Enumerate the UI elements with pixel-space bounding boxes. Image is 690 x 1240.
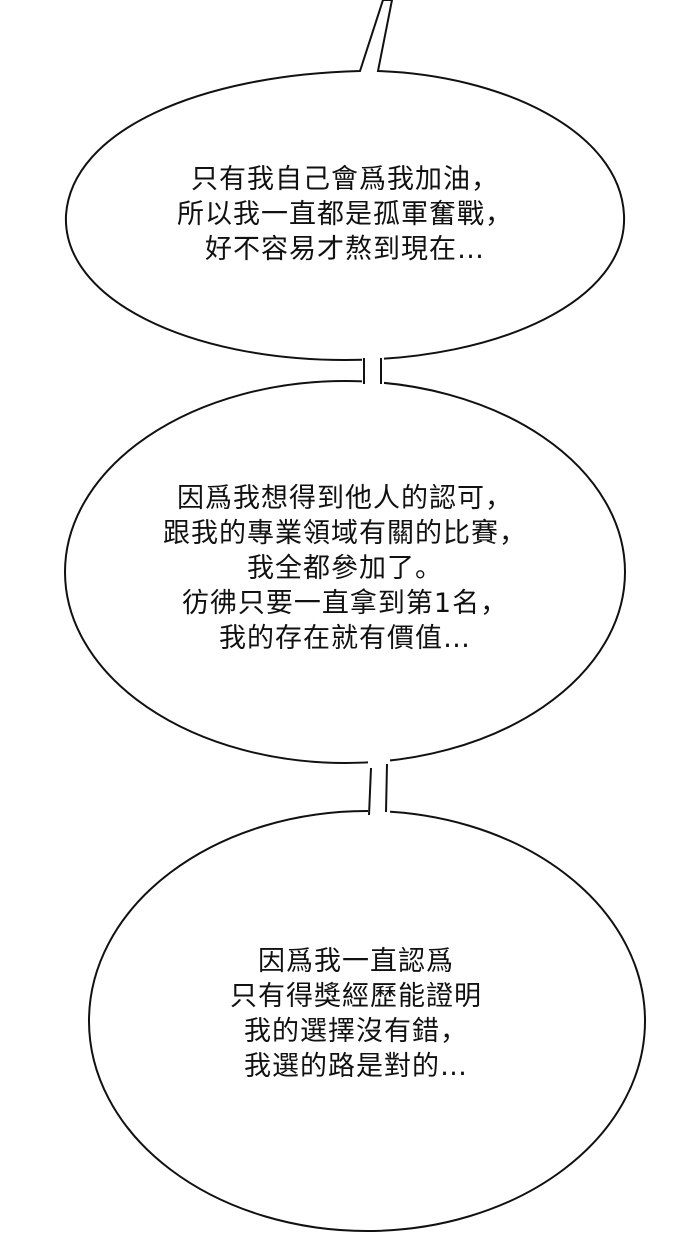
speech-bubble-2-outline — [64, 380, 626, 764]
bubble-1-line-1: 只有我自己會爲我加油， — [191, 164, 499, 195]
bubble-2-line-1: 因爲我想得到他人的認可， — [177, 483, 513, 514]
connector-1-2 — [362, 355, 384, 386]
bubble-1-line-3: 好不容易才熬到現在… — [205, 234, 485, 265]
bubble-3-line-3: 我的選擇沒有錯， — [244, 1016, 468, 1047]
speech-bubble-1-text: 只有我自己會爲我加油， 所以我一直都是孤軍奮戰， 好不容易才熬到現在… — [0, 162, 690, 267]
speech-bubble-2-text: 因爲我想得到他人的認可， 跟我的專業領域有關的比賽， 我全都參加了。 彷彿只要一… — [0, 481, 690, 656]
bubble-2-line-2: 跟我的專業領域有關的比賽， — [163, 518, 527, 549]
bubble-2-line-4: 彷彿只要一直拿到第1名， — [181, 588, 509, 619]
speech-bubble-3-text: 因爲我一直認爲 只有得獎經歷能證明 我的選擇沒有錯， 我選的路是對的… — [22, 944, 690, 1084]
bubble-2-line-3: 我全都參加了。 — [247, 553, 443, 584]
speech-bubble-3-outline — [88, 810, 646, 1232]
bubble-2-line-5: 我的存在就有價值… — [219, 623, 471, 654]
bubble-3-line-4: 我選的路是對的… — [244, 1051, 468, 1082]
bubble-1-line-2: 所以我一直都是孤軍奮戰， — [177, 199, 513, 230]
speech-bubble-1-outline — [64, 0, 626, 362]
connector-2-3 — [368, 757, 390, 819]
bubble-3-line-1: 因爲我一直認爲 — [258, 946, 454, 977]
bubble-3-line-2: 只有得獎經歷能證明 — [230, 981, 482, 1012]
